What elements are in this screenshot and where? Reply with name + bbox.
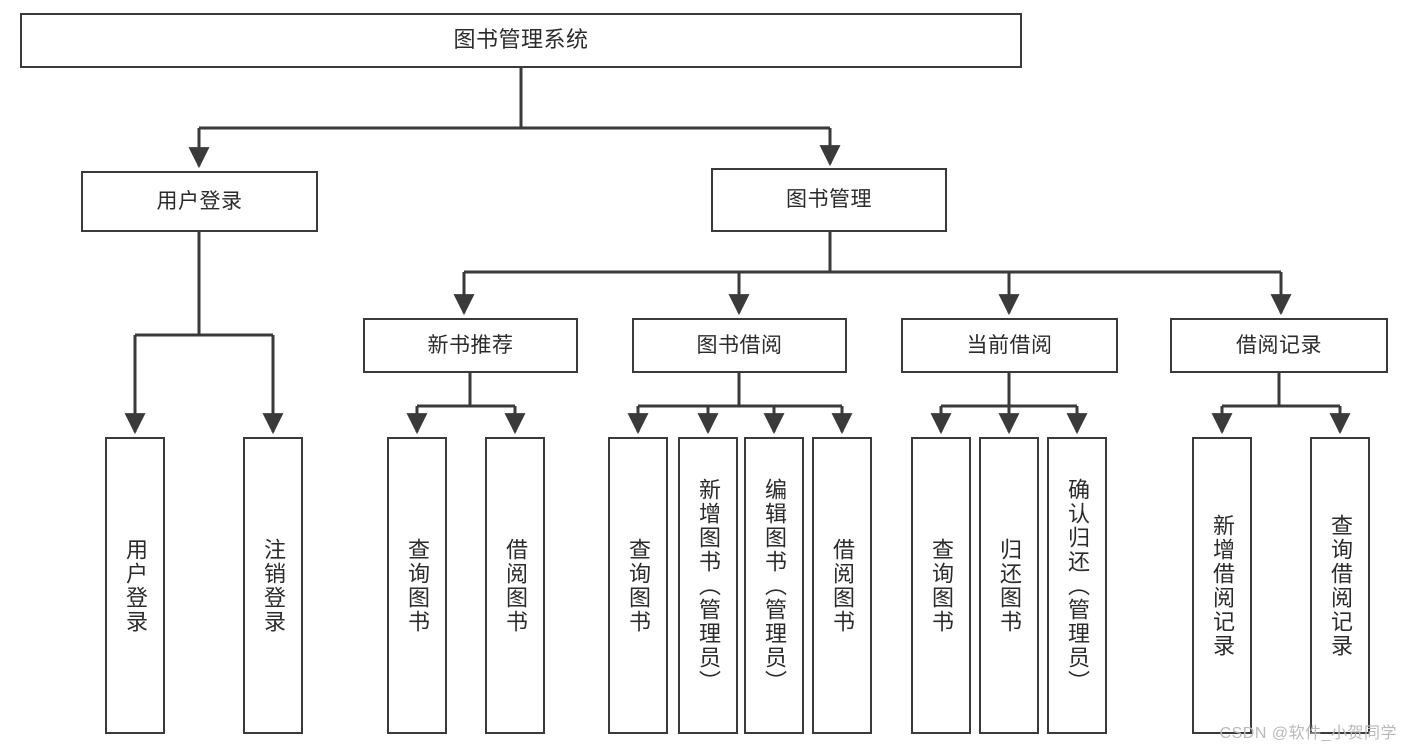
leaf-add-borrow-record[interactable]: 新增借阅记录 [1192,437,1252,734]
node-label: 注销登录 [261,537,286,634]
node-label: 图书管理 [786,188,872,212]
leaf-borrow-book[interactable]: 借阅图书 [812,437,872,734]
node-borrow-record[interactable]: 借阅记录 [1170,318,1388,373]
node-label: 新书推荐 [427,333,514,357]
node-label: 查询借阅记录 [1328,513,1353,658]
node-label: 编辑图书（管理员） [762,477,787,694]
node-label: 新增图书（管理员） [696,477,721,694]
leaf-add-book-admin[interactable]: 新增图书（管理员） [678,437,738,734]
leaf-query-book-recommend[interactable]: 查询图书 [387,437,447,734]
leaf-query-book-borrow[interactable]: 查询图书 [608,437,668,734]
node-label: 查询图书 [405,537,430,634]
leaf-confirm-return-admin[interactable]: 确认归还（管理员） [1047,437,1107,734]
node-label: 图书借阅 [696,333,783,357]
node-label: 用户登录 [156,189,243,213]
leaf-edit-book-admin[interactable]: 编辑图书（管理员） [744,437,804,734]
leaf-logout[interactable]: 注销登录 [243,437,303,734]
node-label: 借阅图书 [503,537,528,634]
leaf-query-borrow-record[interactable]: 查询借阅记录 [1310,437,1370,734]
node-label: 新增借阅记录 [1210,513,1235,658]
node-label: 借阅记录 [1236,333,1322,357]
node-book-management[interactable]: 图书管理 [711,168,947,232]
leaf-return-book[interactable]: 归还图书 [979,437,1039,734]
node-label: 查询图书 [626,537,651,634]
node-label: 归还图书 [997,537,1022,634]
node-label: 查询图书 [929,537,954,634]
node-label: 当前借阅 [966,333,1053,357]
node-user-login[interactable]: 用户登录 [81,171,318,232]
node-book-borrow[interactable]: 图书借阅 [632,318,847,373]
node-label: 用户登录 [123,537,148,634]
leaf-query-book-current[interactable]: 查询图书 [911,437,971,734]
node-label: 确认归还（管理员） [1065,477,1090,694]
node-new-book-recommend[interactable]: 新书推荐 [363,318,578,373]
node-current-borrow[interactable]: 当前借阅 [901,318,1118,373]
node-label: 借阅图书 [830,537,855,634]
leaf-user-login[interactable]: 用户登录 [105,437,165,734]
node-root-system[interactable]: 图书管理系统 [20,13,1022,68]
node-label: 图书管理系统 [453,27,589,53]
leaf-borrow-book-recommend[interactable]: 借阅图书 [485,437,545,734]
